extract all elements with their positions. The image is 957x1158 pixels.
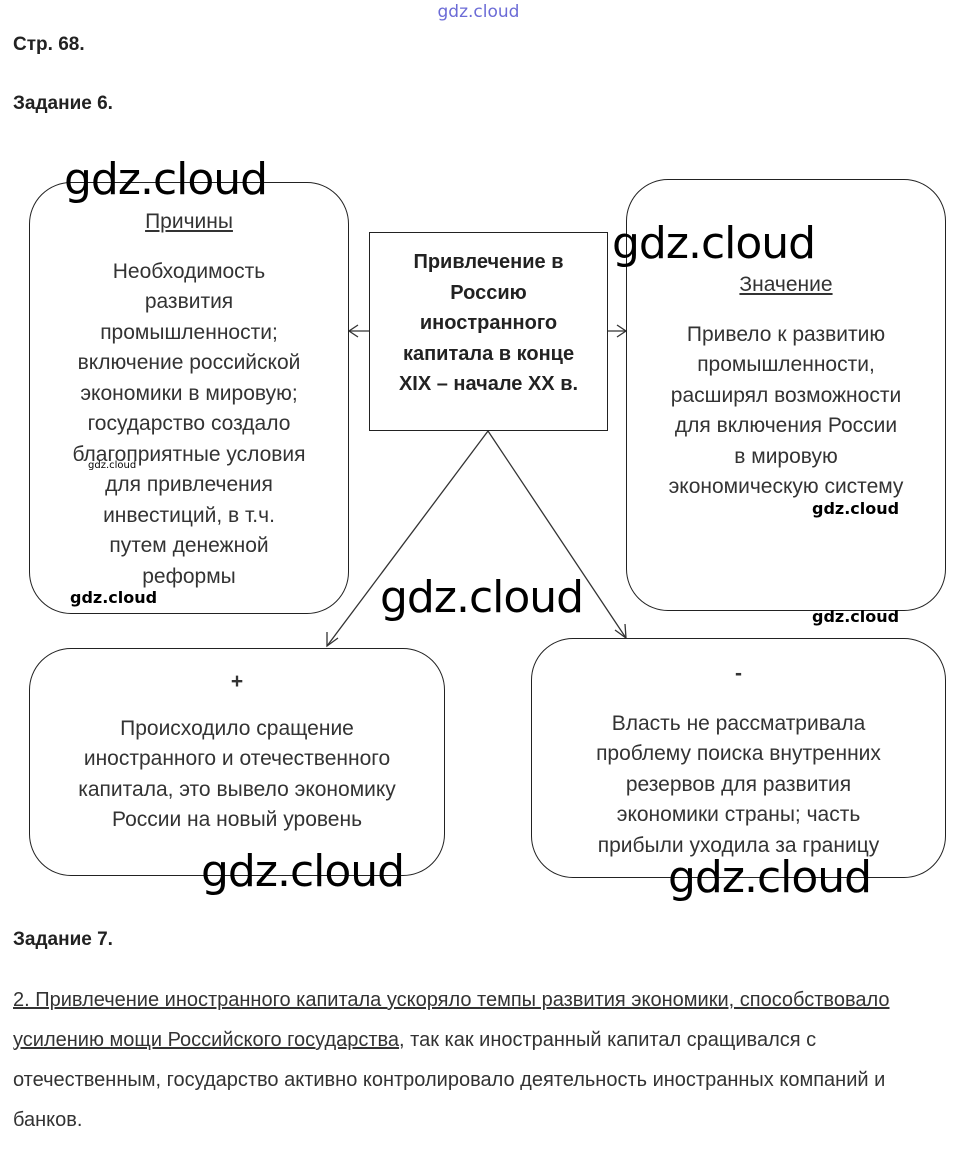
watermark-small: gdz.cloud: [812, 499, 900, 518]
task6-heading: Задание 6.: [13, 93, 113, 114]
arrow-to-plus: [326, 430, 489, 647]
watermark-small: gdz.cloud: [812, 607, 900, 626]
causes-box: Причины Необходимость развития промышлен…: [29, 182, 349, 614]
causes-title: Причины: [145, 210, 233, 233]
plus-title: +: [230, 670, 244, 693]
minus-title: -: [735, 662, 742, 685]
center-box: Привлечение в Россию иностранного капита…: [369, 232, 608, 431]
watermark-small: gdz.cloud: [70, 588, 158, 607]
arrow-to-minus: [487, 430, 627, 639]
watermark: gdz.cloud: [668, 852, 872, 903]
minus-text: Власть не рассматривала проблему поиска …: [596, 711, 881, 857]
center-title: Привлечение в Россию иностранного капита…: [398, 251, 579, 395]
watermark: gdz.cloud: [201, 846, 405, 897]
significance-text: Привело к развитию промышленности, расши…: [668, 322, 904, 499]
arrowhead-causes: [347, 324, 359, 338]
minus-box: - Власть не рассматривала проблему поиск…: [531, 638, 946, 878]
task7-answer: 2. Привлечение иностранного капитала уск…: [13, 980, 943, 1140]
causes-text: Необходимость развития промышленности; в…: [72, 259, 306, 588]
watermark-tiny: gdz.cloud: [88, 460, 137, 471]
watermark: gdz.cloud: [612, 218, 816, 269]
watermark: gdz.cloud: [64, 154, 268, 205]
significance-box: Значение Привело к развитию промышленнос…: [626, 179, 946, 611]
task7-answer-underlined: 2. Привлечение иностранного капитала уск…: [13, 989, 890, 1051]
task7-heading: Задание 7.: [13, 929, 113, 950]
watermark: gdz.cloud: [380, 572, 584, 623]
significance-title: Значение: [739, 273, 833, 296]
page-reference: Стр. 68.: [13, 34, 85, 55]
arrowhead-plus: [326, 632, 339, 648]
watermark-top: gdz.cloud: [437, 2, 520, 22]
plus-box: + Происходило сращение иностранного и от…: [29, 648, 445, 876]
task7-answer-rest: , так как иностранный капитал сращивался…: [13, 1029, 886, 1131]
plus-text: Происходило сращение иностранного и отеч…: [78, 716, 396, 832]
